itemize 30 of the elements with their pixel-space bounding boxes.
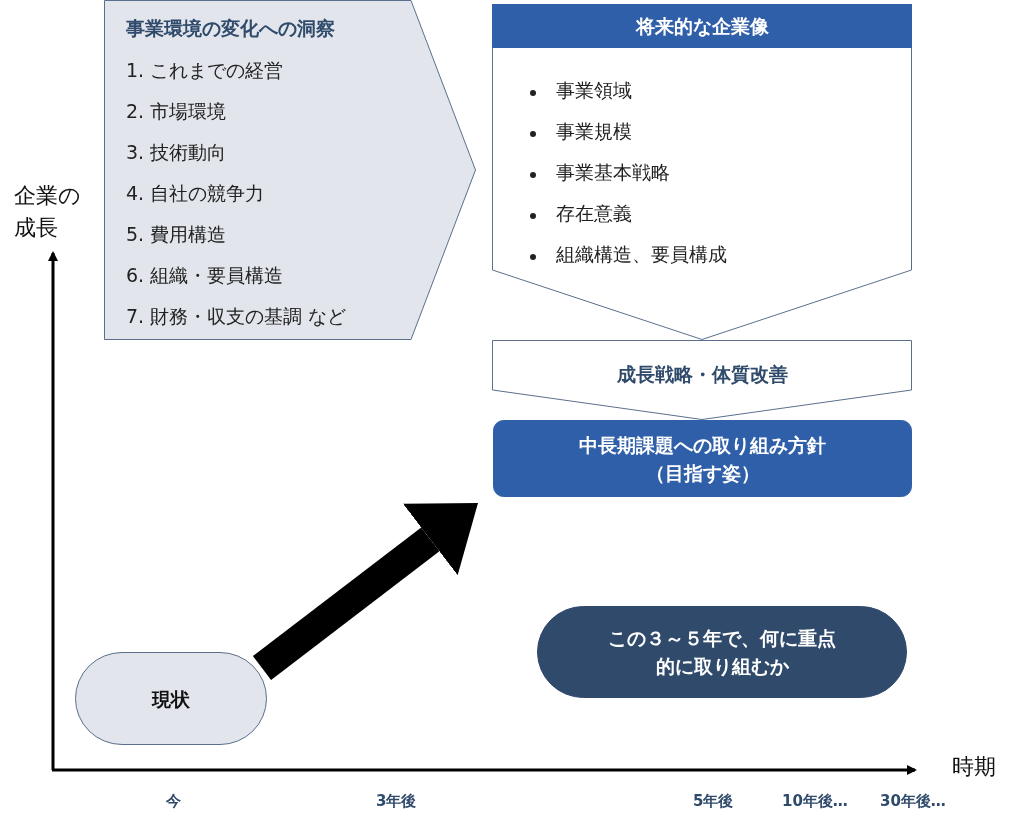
stadium-box xyxy=(75,652,267,745)
arrow xyxy=(252,503,478,680)
list-item: 1. これまでの経営 xyxy=(126,58,284,83)
list-item: 事業領域 xyxy=(556,78,632,103)
pentagon-arrow-box xyxy=(104,0,476,340)
heading: 事業環境の変化への洞察 xyxy=(126,16,335,41)
list-item: 3. 技術動向 xyxy=(126,140,227,165)
list-item: 事業規模 xyxy=(556,119,632,144)
rounded-box xyxy=(493,420,912,497)
list-item: 5. 費用構造 xyxy=(126,222,227,247)
tick-label: 今 xyxy=(166,792,181,811)
list-item: 組織構造、要員構成 xyxy=(556,242,727,267)
box-label: 成長戦略・体質改善 xyxy=(615,362,789,387)
tick-label: 30年後… xyxy=(880,792,946,811)
chevron-down-box xyxy=(492,340,912,420)
heading: 将来的な企業像 xyxy=(634,14,770,39)
box-label: この３～５年で、何に重点的に取り組むか xyxy=(607,626,837,679)
list-item: 2. 市場環境 xyxy=(126,99,227,124)
tick-label: 5年後 xyxy=(693,792,734,811)
list-item: 存在意義 xyxy=(556,201,632,226)
axis-title: 時期 xyxy=(952,753,996,781)
tick-label: 10年後… xyxy=(782,792,848,811)
list-item: 6. 組織・要員構造 xyxy=(126,263,284,288)
axis-title: 企業の成長 xyxy=(14,182,82,242)
list-item: 事業基本戦略 xyxy=(556,160,670,185)
list-item: 4. 自社の競争力 xyxy=(126,181,265,206)
list-item: 7. 財務・収支の基調 など xyxy=(126,304,347,329)
box-label: 現状 xyxy=(150,686,191,712)
tick-label: 3年後 xyxy=(376,792,417,811)
box-label: 中長期課題への取り組み方針（目指す姿） xyxy=(578,432,827,486)
